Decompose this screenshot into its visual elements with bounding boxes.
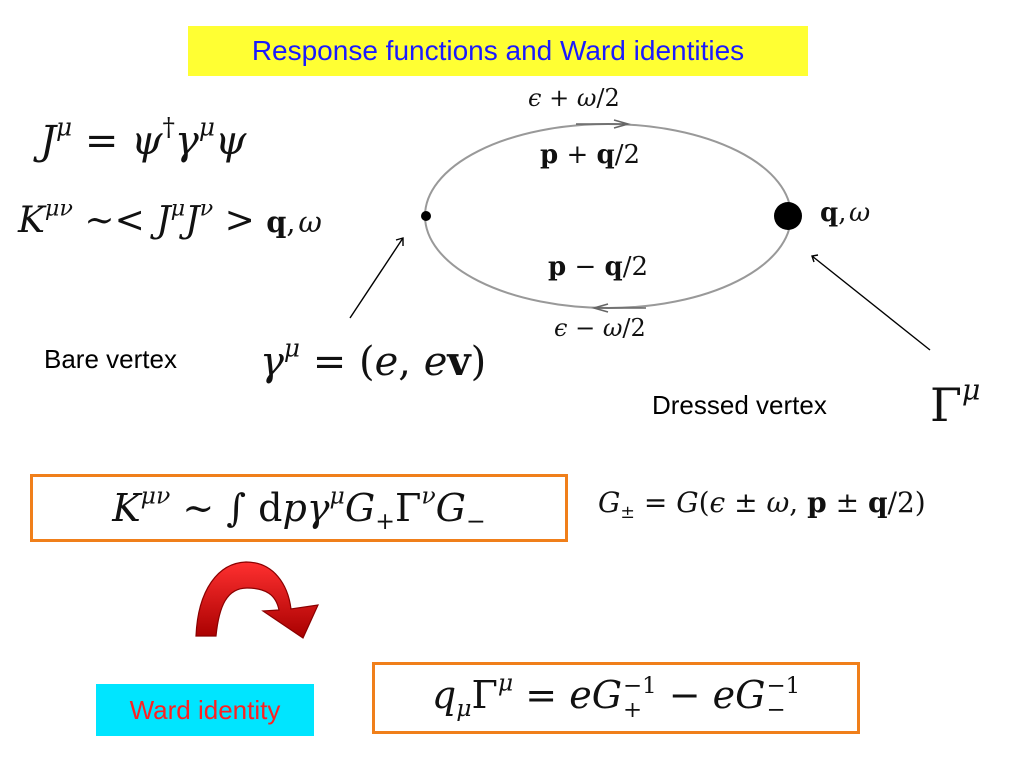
green-function-definition: G± = G(ϵ ± ω, p ± q/2) bbox=[598, 486, 926, 524]
right-vertex-label: q, ω bbox=[820, 198, 871, 228]
lower-energy-label: ϵ − ω/2 bbox=[554, 314, 646, 342]
bare-vertex-equation: γμ = (e, ev) bbox=[260, 333, 487, 385]
curved-red-arrow bbox=[195, 561, 320, 639]
current-equation: Jμ = ψ†γμψ bbox=[40, 112, 247, 164]
bare-vertex-label: Bare vertex bbox=[44, 344, 177, 374]
ward-equation-box: qμΓμ = eG−1+ − eG−1− bbox=[372, 662, 860, 734]
dressed-vertex-dot bbox=[774, 202, 802, 230]
upper-propagator-arrow bbox=[576, 119, 631, 129]
lower-propagator-arrow bbox=[591, 303, 646, 313]
lower-momentum-label: p − q/2 bbox=[548, 252, 649, 282]
ward-equation: qμΓμ = eG−1+ − eG−1− bbox=[431, 668, 801, 723]
slide-title-text: Response functions and Ward identities bbox=[251, 35, 745, 66]
dressed-vertex-pointer bbox=[811, 254, 931, 351]
upper-momentum-label: p + q/2 bbox=[540, 140, 641, 170]
dressed-vertex-symbol: Γμ bbox=[930, 373, 981, 432]
slide-title: Response functions and Ward identities bbox=[188, 26, 808, 76]
upper-energy-label: ϵ + ω/2 bbox=[528, 84, 620, 112]
kernel-equation-box: Kμν ∼ ∫ dpγμG+ΓνG− bbox=[30, 474, 568, 542]
correlator-equation: Kμν ∼< JμJν > q, ω bbox=[18, 195, 322, 241]
ward-identity-text: Ward identity bbox=[129, 694, 281, 725]
kernel-equation: Kμν ∼ ∫ dpγμG+ΓνG− bbox=[112, 481, 486, 536]
dressed-vertex-label: Dressed vertex bbox=[652, 390, 827, 420]
bare-vertex-dot bbox=[421, 211, 431, 221]
ward-identity-label: Ward identity bbox=[96, 684, 314, 736]
bare-vertex-pointer bbox=[349, 237, 404, 319]
